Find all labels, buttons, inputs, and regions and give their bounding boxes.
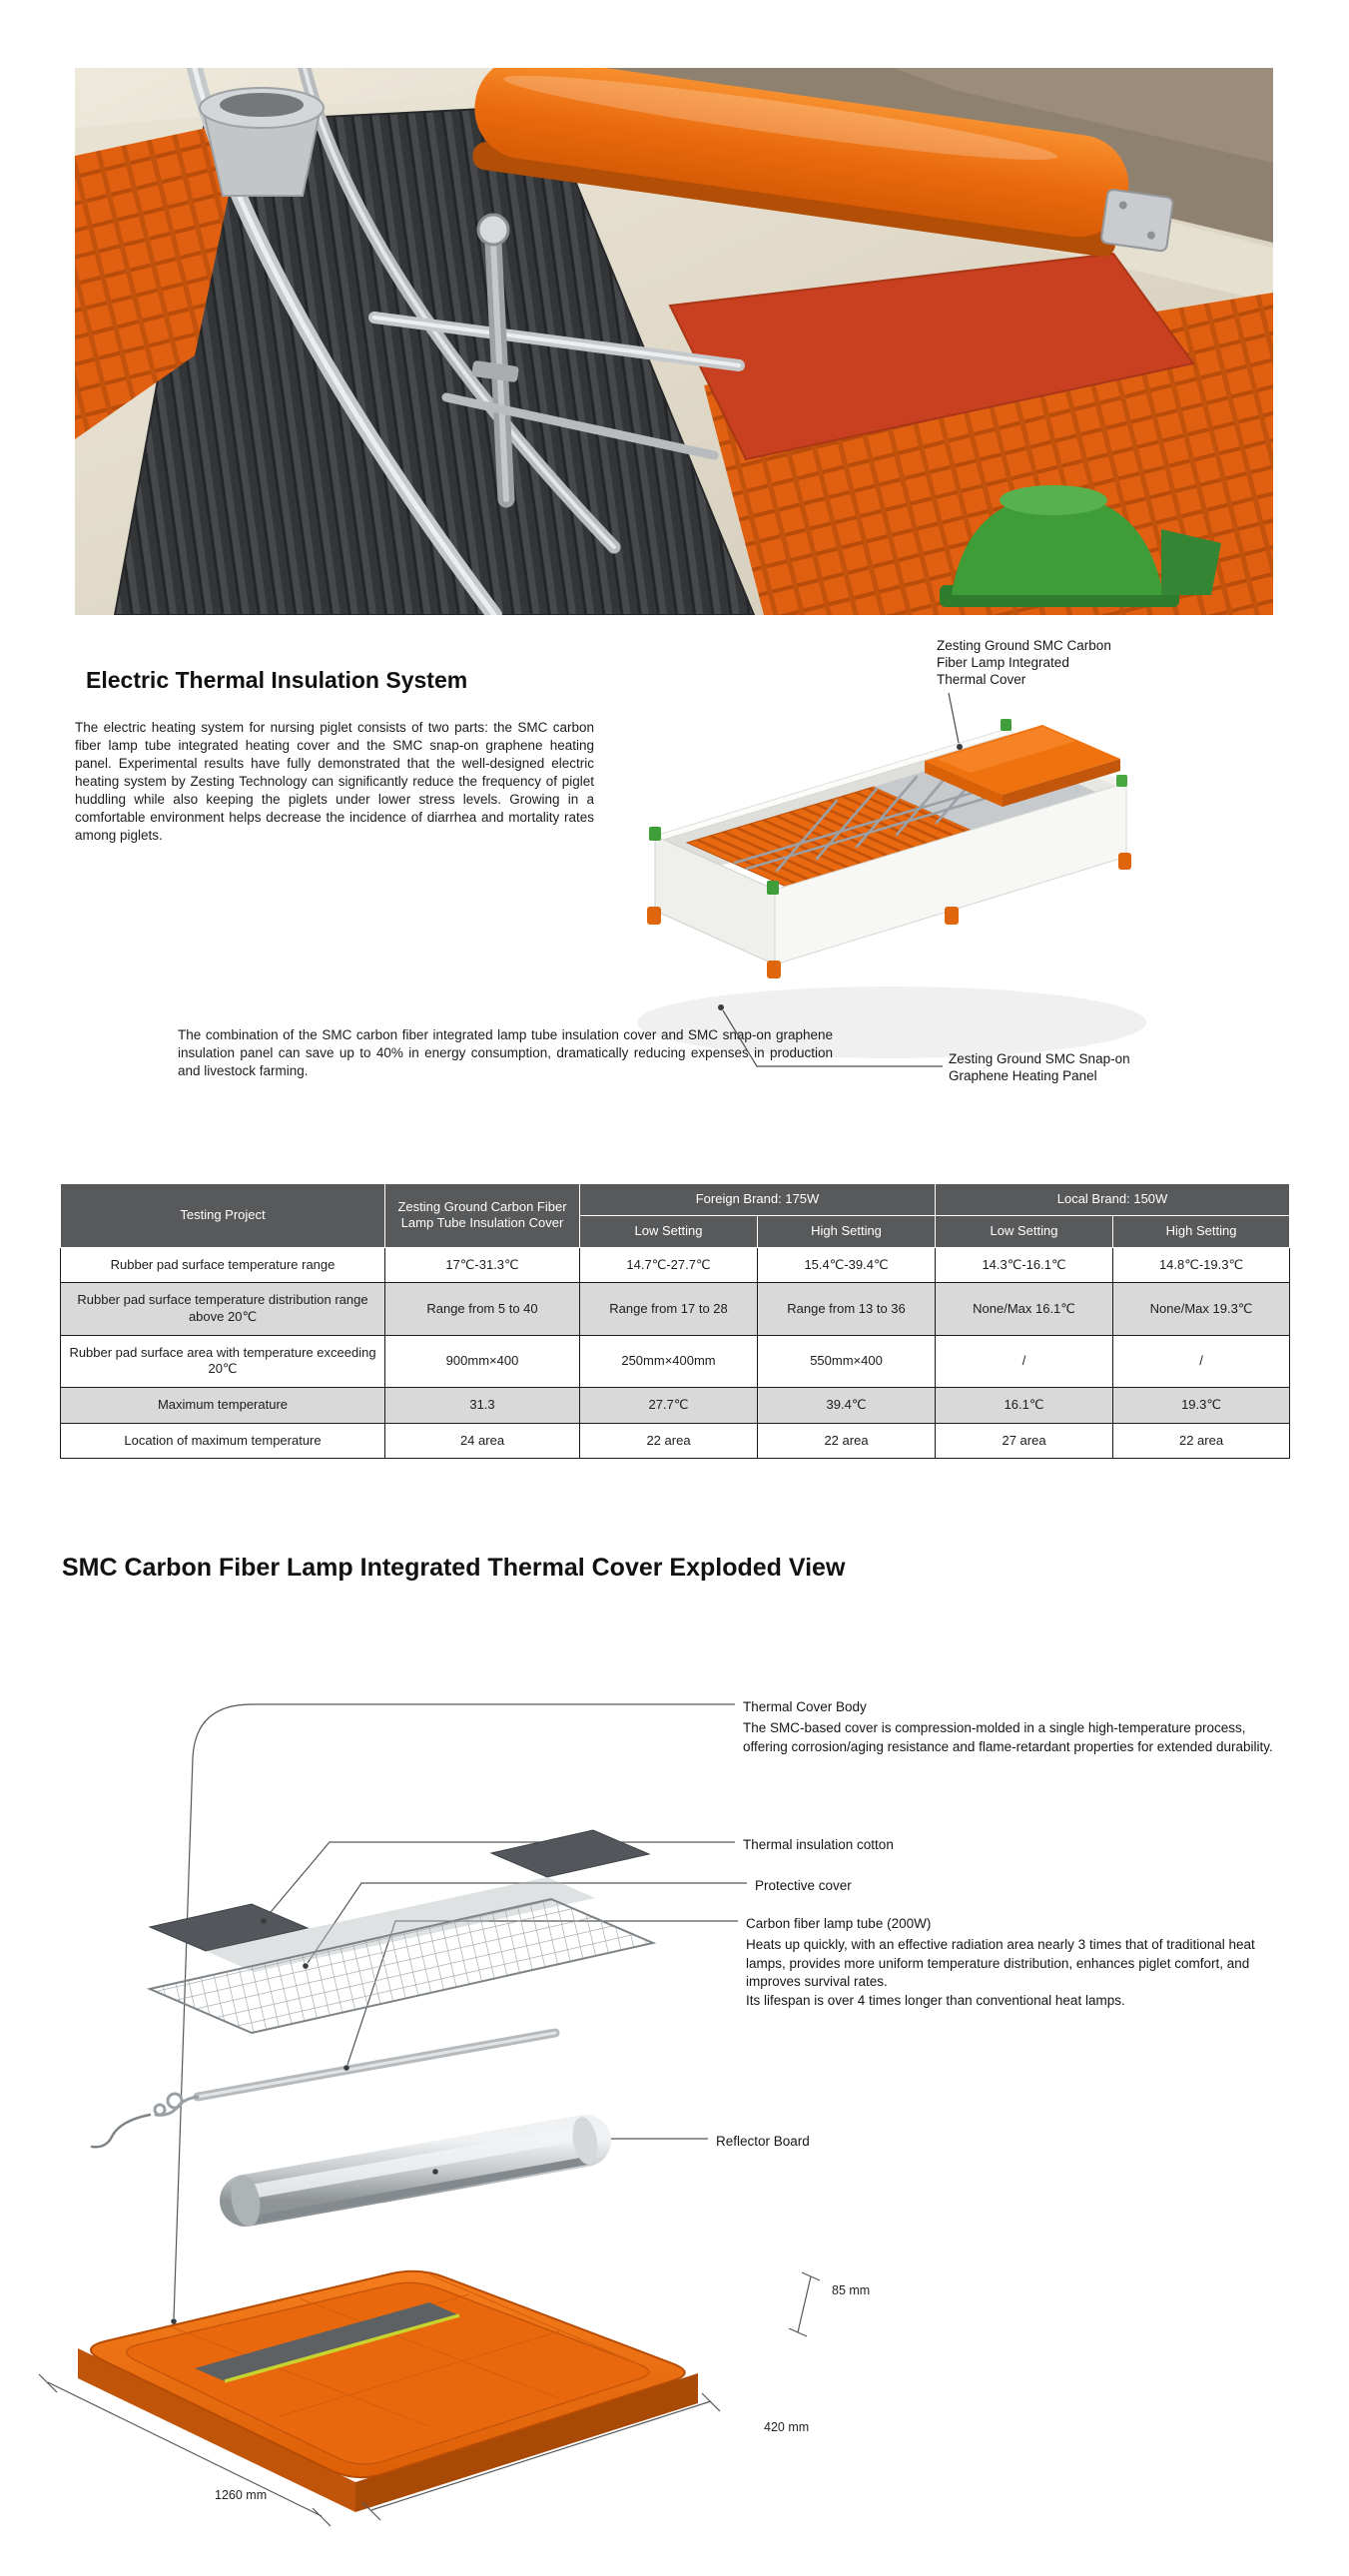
comparison-table-wrap: Testing Project Zesting Ground Carbon Fi…	[60, 1183, 1291, 1460]
cell: 14.8℃-19.3℃	[1112, 1246, 1291, 1284]
cell: 17℃-31.3℃	[384, 1246, 580, 1284]
hero-photo	[75, 68, 1273, 615]
exploded-view-illustration	[38, 1703, 821, 2527]
annotation-leader-lines	[722, 692, 960, 1067]
cell: 14.3℃-16.1℃	[935, 1246, 1114, 1284]
heating-mat	[668, 252, 1195, 461]
cell: 27 area	[935, 1422, 1114, 1460]
insulation-cotton	[148, 1829, 651, 1972]
col-header-foreign-low: Low Setting	[579, 1214, 758, 1248]
row-label: Rubber pad surface temperature range	[60, 1246, 385, 1284]
reflector-board	[195, 2302, 459, 2381]
dimension-height: 85 mm	[832, 2283, 871, 2297]
protective-cover-mesh	[146, 1897, 657, 2035]
label-lamp-tube-desc: Heats up quickly, with an effective radi…	[746, 1937, 1255, 2008]
cell: 24 area	[384, 1422, 580, 1460]
cell: None/Max 16.1℃	[935, 1282, 1114, 1336]
label-protective-cover: Protective cover	[755, 1878, 852, 1893]
col-header-local-brand: Local Brand: 150W	[935, 1183, 1291, 1216]
green-feeder	[940, 485, 1221, 607]
cell: /	[1112, 1334, 1291, 1388]
label-insulation-cotton: Thermal insulation cotton	[743, 1837, 894, 1852]
cell: None/Max 19.3℃	[1112, 1282, 1291, 1336]
thermal-cover-photo	[472, 68, 1174, 257]
table-row: Rubber pad surface temperature distribut…	[60, 1282, 1291, 1336]
pen-feet	[647, 853, 1131, 978]
cell: 14.7℃-27.7℃	[579, 1246, 758, 1284]
lamp-tube	[90, 2028, 560, 2149]
cell: /	[935, 1334, 1114, 1388]
cell: 19.3℃	[1112, 1386, 1291, 1424]
col-header-testing-project: Testing Project	[60, 1183, 385, 1248]
label-thermal-cover-body: Thermal Cover Body	[743, 1699, 867, 1714]
annotation-heating-panel: Zesting Ground SMC Snap-on Graphene Heat…	[949, 1051, 1130, 1084]
row-label: Rubber pad surface temperature distribut…	[60, 1282, 385, 1336]
cell: 39.4℃	[756, 1386, 937, 1424]
col-header-local-low: Low Setting	[935, 1214, 1114, 1248]
hero-photo-illustration	[75, 68, 1273, 615]
cast-iron-slat-floor	[113, 104, 756, 615]
exploded-view-title: SMC Carbon Fiber Lamp Integrated Thermal…	[62, 1554, 846, 1582]
dimension-length: 1260 mm	[215, 2488, 268, 2502]
label-reflector-board: Reflector Board	[716, 2134, 810, 2149]
cell: 22 area	[756, 1422, 937, 1460]
cell: 22 area	[1112, 1422, 1291, 1460]
cell: 31.3	[384, 1386, 580, 1424]
feeder-bowl	[199, 87, 325, 197]
green-clips	[649, 719, 1127, 895]
cell: Range from 5 to 40	[384, 1282, 580, 1336]
col-header-foreign-brand: Foreign Brand: 175W	[578, 1183, 937, 1216]
intro-paragraph-2: The combination of the SMC carbon fiber …	[178, 1027, 833, 1078]
cell: Range from 17 to 28	[579, 1282, 758, 1336]
row-label: Location of maximum temperature	[60, 1422, 385, 1460]
thermal-cover-render	[925, 725, 1120, 807]
cell: 550mm×400	[756, 1334, 937, 1388]
row-label: Rubber pad surface area with temperature…	[60, 1334, 385, 1388]
cell: 27.7℃	[579, 1386, 758, 1424]
intro-paragraph: The electric heating system for nursing …	[75, 720, 594, 843]
reflector-pipe	[220, 2115, 611, 2227]
page-title: Electric Thermal Insulation System	[86, 667, 468, 693]
label-lamp-tube: Carbon fiber lamp tube (200W)	[746, 1916, 932, 1931]
leader-dots	[171, 1918, 438, 2324]
pen-render-illustration	[637, 692, 1146, 1067]
annotation-thermal-cover: Zesting Ground SMC Carbon Fiber Lamp Int…	[937, 638, 1111, 688]
label-thermal-cover-body-desc: The SMC-based cover is compression-molde…	[743, 1720, 1273, 1754]
pen-render	[607, 631, 1186, 1110]
dimension-width: 420 mm	[764, 2420, 810, 2434]
cell: 15.4℃-39.4℃	[756, 1246, 937, 1284]
exploded-view-diagram	[0, 1627, 1349, 2571]
table-row: Maximum temperature 31.3 27.7℃ 39.4℃ 16.…	[60, 1386, 1291, 1424]
cell: 900mm×400	[384, 1334, 580, 1388]
table-row: Rubber pad surface area with temperature…	[60, 1334, 1291, 1388]
table-row: Rubber pad surface temperature range 17℃…	[60, 1246, 1291, 1284]
table-row: Location of maximum temperature 24 area …	[60, 1422, 1291, 1460]
comparison-table: Testing Project Zesting Ground Carbon Fi…	[60, 1183, 1291, 1460]
thermal-cover-body-tray	[78, 2269, 698, 2512]
row-label: Maximum temperature	[60, 1386, 385, 1424]
col-header-foreign-high: High Setting	[756, 1214, 937, 1248]
col-header-local-high: High Setting	[1112, 1214, 1291, 1248]
cell: 250mm×400mm	[579, 1334, 758, 1388]
cell: Range from 13 to 36	[756, 1282, 937, 1336]
cell: 16.1℃	[935, 1386, 1114, 1424]
dimension-lines	[38, 2271, 821, 2527]
col-header-zesting: Zesting Ground Carbon Fiber Lamp Tube In…	[384, 1183, 580, 1248]
cell: 22 area	[579, 1422, 758, 1460]
plastic-slat-floor-left	[75, 120, 245, 439]
